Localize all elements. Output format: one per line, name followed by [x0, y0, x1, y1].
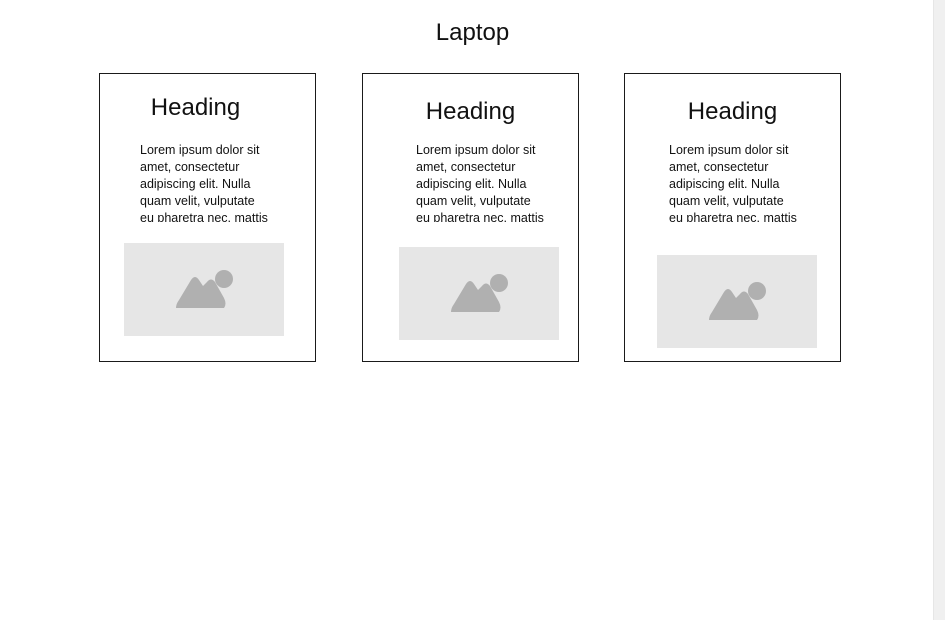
card-image	[399, 247, 559, 340]
card-heading: Heading	[425, 98, 516, 125]
image-placeholder-icon	[451, 274, 508, 312]
card-3: Heading Lorem ipsum dolor sit amet, cons…	[624, 73, 841, 362]
card-heading: Heading	[687, 98, 778, 125]
scrollbar-track[interactable]	[933, 0, 945, 620]
image-placeholder-icon	[176, 270, 233, 308]
card-2: Heading Lorem ipsum dolor sit amet, cons…	[362, 73, 579, 362]
card-1: Heading Lorem ipsum dolor sit amet, cons…	[99, 73, 316, 362]
card-text: Lorem ipsum dolor sit amet, consectetur …	[140, 143, 268, 222]
page-title: Laptop	[435, 19, 510, 46]
card-text: Lorem ipsum dolor sit amet, consectetur …	[669, 143, 797, 222]
image-placeholder-icon	[709, 282, 766, 320]
card-image	[657, 255, 817, 348]
card-text: Lorem ipsum dolor sit amet, consectetur …	[416, 143, 544, 222]
card-image	[124, 243, 284, 336]
card-heading: Heading	[150, 94, 241, 121]
